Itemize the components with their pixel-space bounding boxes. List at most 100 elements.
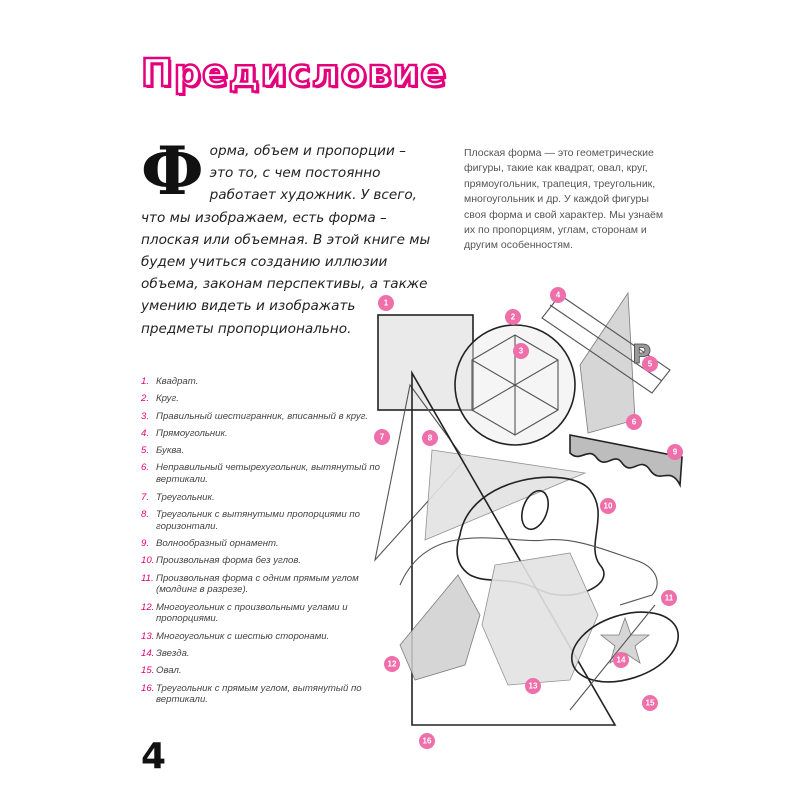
legend-number: 3. xyxy=(141,410,150,422)
legend-number: 14. xyxy=(141,648,155,660)
construction-line xyxy=(569,604,656,711)
svg-text:14: 14 xyxy=(617,656,626,665)
legend-text: Правильный шестигранник, вписанный в кру… xyxy=(156,410,369,422)
legend-text: Круг. xyxy=(156,393,179,405)
svg-text:11: 11 xyxy=(665,594,674,603)
shapes-illustration: P 1 2 3 4 5 6 7 8 9 10 11 12 13 14 15 16 xyxy=(374,287,683,749)
intro-text: орма, объем и пропорции – это то, с чем … xyxy=(141,143,431,337)
sidebar-note: Плоская форма — это геометрические фигур… xyxy=(464,147,664,252)
legend-text: Звезда. xyxy=(156,648,190,660)
badge-15: 15 xyxy=(642,695,658,711)
badge-9: 9 xyxy=(667,444,683,460)
badge-7: 7 xyxy=(374,429,390,445)
svg-text:6: 6 xyxy=(632,418,637,427)
legend-item: 5.Буква. xyxy=(141,445,381,457)
legend-number: 8. xyxy=(141,508,150,520)
badge-8: 8 xyxy=(422,430,438,446)
legend-item: 13.Многоугольник с шестью сторонами. xyxy=(141,631,381,643)
hexagonal-polygon-shape xyxy=(481,552,599,686)
wave-ornament-shape xyxy=(569,434,683,488)
figure-legend: 1. Квадрат. 2. Круг. 3. Правильный шестигра… xyxy=(141,376,381,712)
svg-text:5: 5 xyxy=(648,360,653,369)
badge-5: 5 xyxy=(642,356,658,372)
legend-text: Буква. xyxy=(156,445,185,457)
legend-number: 4. xyxy=(141,427,150,439)
badge-3: 3 xyxy=(513,343,529,359)
star-shape xyxy=(599,616,651,664)
page-number: 4 xyxy=(141,736,167,777)
legend-text: Прямоугольник. xyxy=(156,427,228,439)
legend-number: 2. xyxy=(141,393,150,405)
right-triangle-shape xyxy=(411,370,617,726)
svg-text:4: 4 xyxy=(556,291,561,300)
legend-text: Неправильный четырехугольник, вытянутый … xyxy=(156,462,380,486)
legend-item: 10.Произвольная форма без углов. xyxy=(141,555,381,567)
molding-shape xyxy=(399,537,658,606)
badge-14: 14 xyxy=(613,652,629,668)
hexagon-diagonal xyxy=(471,359,559,411)
polygon-shape xyxy=(399,574,481,681)
legend-text: Произвольная форма без углов. xyxy=(156,555,302,567)
legend-item: 6. Неправильный четырехугольник, вытянуты… xyxy=(141,462,381,486)
free-form-hole xyxy=(521,489,549,531)
legend-item: 14.Звезда. xyxy=(141,648,381,660)
triangle-shape xyxy=(374,383,466,562)
legend-number: 10. xyxy=(141,555,155,567)
page-title: Предисловие xyxy=(140,51,448,95)
legend-item: 8. Треугольник с вытянутыми пропорциями п… xyxy=(141,509,381,533)
legend-number: 13. xyxy=(141,630,155,642)
drop-cap: Ф xyxy=(141,132,204,210)
legend-item: 4. Прямоугольник. xyxy=(141,428,381,440)
legend-number: 7. xyxy=(141,491,150,503)
legend-text: Квадрат. xyxy=(156,376,199,387)
legend-text: Произвольная форма с одним прямым углом … xyxy=(156,572,359,596)
legend-item: 3. Правильный шестигранник, вписанный в к… xyxy=(141,411,381,423)
badge-16: 16 xyxy=(419,733,435,749)
badge-10: 10 xyxy=(600,498,616,514)
svg-text:13: 13 xyxy=(529,682,538,691)
badge-6: 6 xyxy=(626,414,642,430)
legend-item: 11.Произвольная форма с одним прямым угл… xyxy=(141,573,381,597)
legend-item: 9. Волнообразный орнамент. xyxy=(141,538,381,550)
legend-item: 12.Многоугольник с произвольными углами … xyxy=(141,602,381,626)
rectangle-shape xyxy=(541,294,671,394)
free-form-shape xyxy=(456,476,605,596)
legend-item: 15.Овал. xyxy=(141,665,381,677)
svg-text:7: 7 xyxy=(380,433,385,442)
legend-number: 6. xyxy=(141,462,150,474)
legend-item: 2. Круг. xyxy=(141,393,381,405)
legend-number: 11. xyxy=(141,572,154,584)
legend-text: Многоугольник с шестью сторонами. xyxy=(156,630,330,642)
svg-text:10: 10 xyxy=(604,502,613,511)
svg-text:3: 3 xyxy=(519,347,524,356)
badge-4: 4 xyxy=(550,287,566,303)
svg-text:9: 9 xyxy=(673,448,678,457)
svg-text:15: 15 xyxy=(646,699,655,708)
horizontal-triangle-shape xyxy=(424,449,587,541)
legend-text: Треугольник. xyxy=(156,491,215,503)
legend-number: 16. xyxy=(141,682,155,694)
legend-number: 15. xyxy=(141,665,155,677)
badge-13: 13 xyxy=(525,678,541,694)
legend-text: Треугольник с вытянутыми пропорциями по … xyxy=(156,508,360,532)
legend-item: 1. Квадрат. xyxy=(141,376,381,388)
legend-text: Волнообразный орнамент. xyxy=(156,537,279,549)
legend-text: Многоугольник с произвольными углами и п… xyxy=(156,601,348,625)
legend-item: 7. Треугольник. xyxy=(141,492,381,504)
svg-text:1: 1 xyxy=(384,299,389,308)
legend-number: 1. xyxy=(141,376,150,387)
badge-1: 1 xyxy=(378,295,394,311)
oval-shape xyxy=(570,611,680,683)
svg-text:12: 12 xyxy=(388,660,397,669)
legend-number: 9. xyxy=(141,537,150,549)
legend-item: 16.Треугольник с прямым углом, вытянутый… xyxy=(141,683,381,707)
legend-number: 12. xyxy=(141,601,155,613)
svg-text:16: 16 xyxy=(423,737,432,746)
badge-12: 12 xyxy=(384,656,400,672)
legend-text: Треугольник с прямым углом, вытянутый по… xyxy=(156,682,362,706)
legend-text: Овал. xyxy=(156,665,182,677)
svg-text:8: 8 xyxy=(428,434,433,443)
badge-11: 11 xyxy=(661,590,677,606)
svg-text:2: 2 xyxy=(511,313,516,322)
